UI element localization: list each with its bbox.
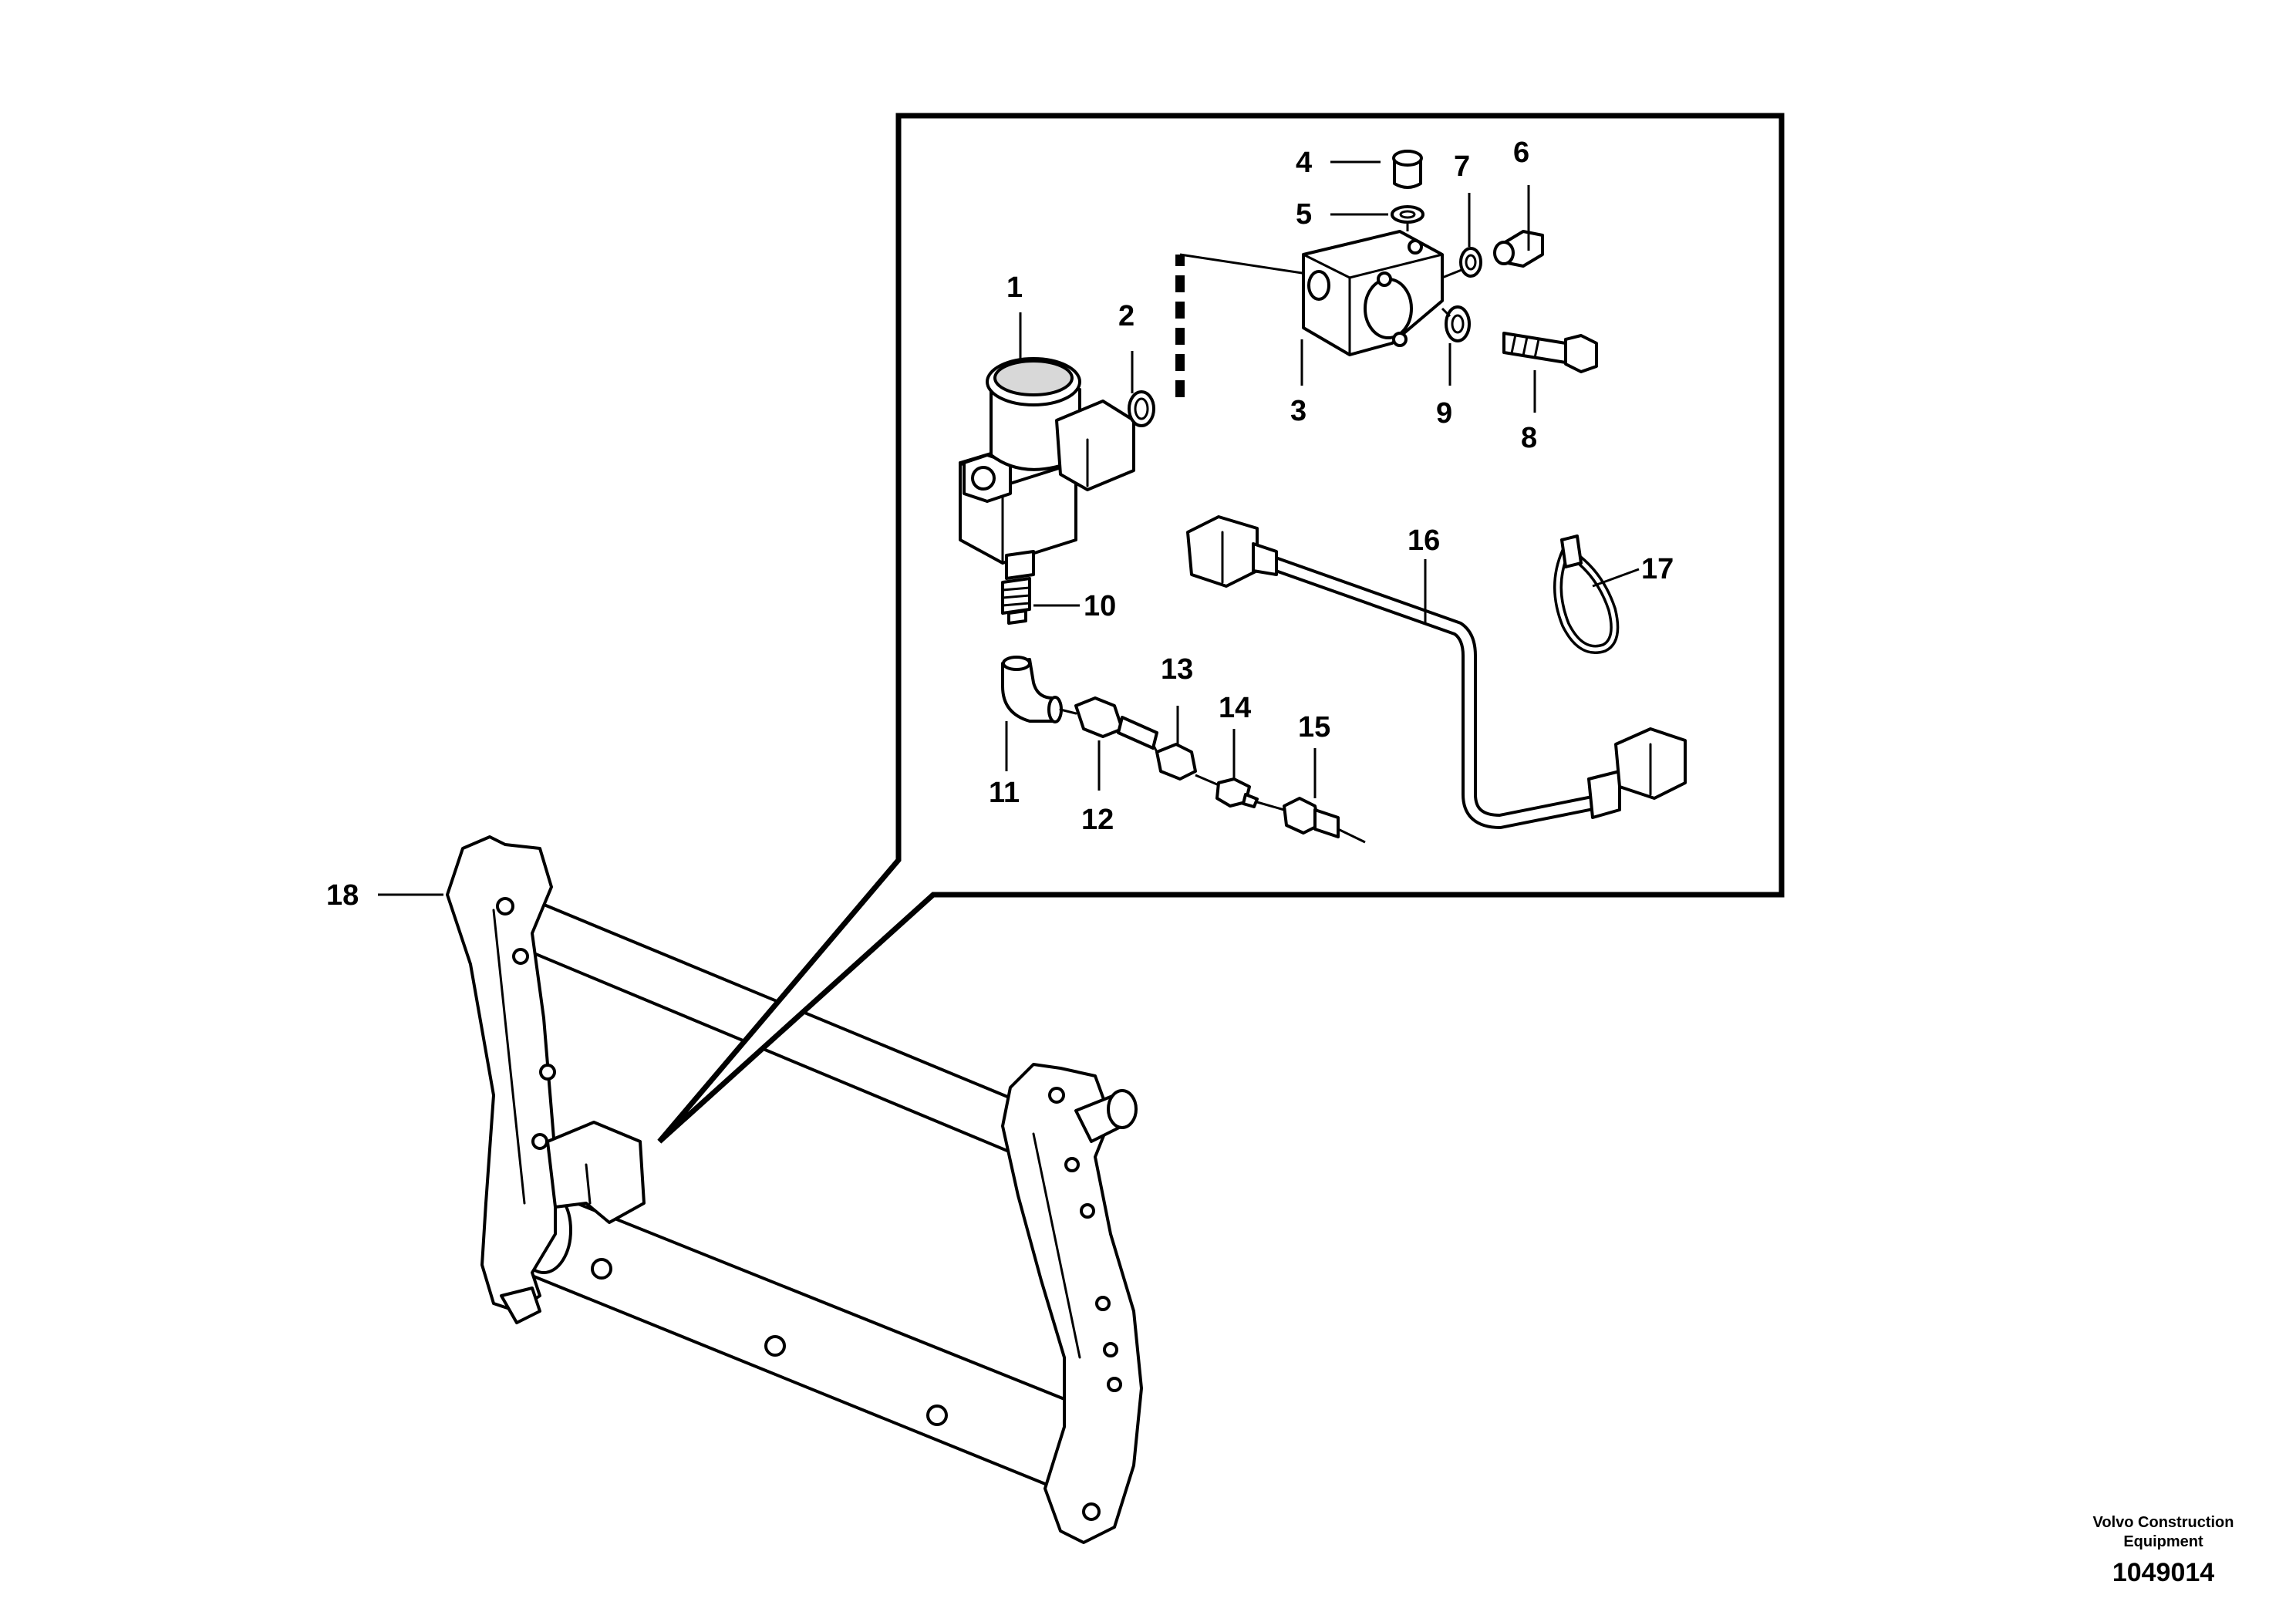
bolt-8 [1502,332,1598,373]
callout-7: 7 [1454,150,1470,183]
callout-14: 14 [1219,692,1251,724]
credit-line-1: Volvo Construction [2093,1514,2234,1531]
detail-inset [657,113,1785,1144]
callout-4: 4 [1296,147,1312,179]
callout-3: 3 [1290,395,1306,427]
credit-line-2: Equipment [2123,1533,2203,1550]
callout-2: 2 [1118,300,1135,332]
cable-harness-16 [1186,515,1687,829]
callout-8: 8 [1521,422,1537,454]
nut-12 [1074,696,1158,750]
publisher-credit: Volvo Construction Equipment 1049014 [2093,1514,2234,1587]
callout-10: 10 [1084,590,1116,622]
washer-9 [1445,305,1471,342]
cable-tie-17 [1553,534,1620,654]
plug-4 [1392,150,1423,189]
callout-17: 17 [1641,553,1674,585]
adapter-10 [1001,577,1031,625]
callout-11: 11 [989,777,1020,809]
elbow-11 [1001,656,1077,723]
washer-5 [1391,205,1424,224]
leader-lines [378,160,1640,896]
callout-6: 6 [1513,137,1529,169]
callout-1: 1 [1006,271,1023,304]
assembly-line [1175,253,1308,397]
quick-coupler-frame [446,835,1143,1544]
callout-12: 12 [1081,804,1114,836]
washer-7 [1459,247,1482,278]
callout-5: 5 [1296,198,1312,231]
drawing-number: 1049014 [2112,1558,2214,1587]
callout-18: 18 [326,879,359,912]
sleeve-14 [1195,774,1259,808]
o-ring-2 [1128,390,1155,427]
plug-6 [1493,230,1544,268]
sensor-15 [1256,797,1366,844]
callout-9: 9 [1436,397,1452,430]
callout-13: 13 [1161,653,1193,686]
callout-16: 16 [1408,524,1440,557]
nut-13 [1151,743,1197,781]
valve-block [1302,230,1444,356]
callout-labels: 1 2 3 4 5 6 7 8 9 10 11 12 13 14 15 16 1… [326,137,1674,912]
solenoid-valve [959,357,1135,580]
callout-15: 15 [1298,711,1330,744]
